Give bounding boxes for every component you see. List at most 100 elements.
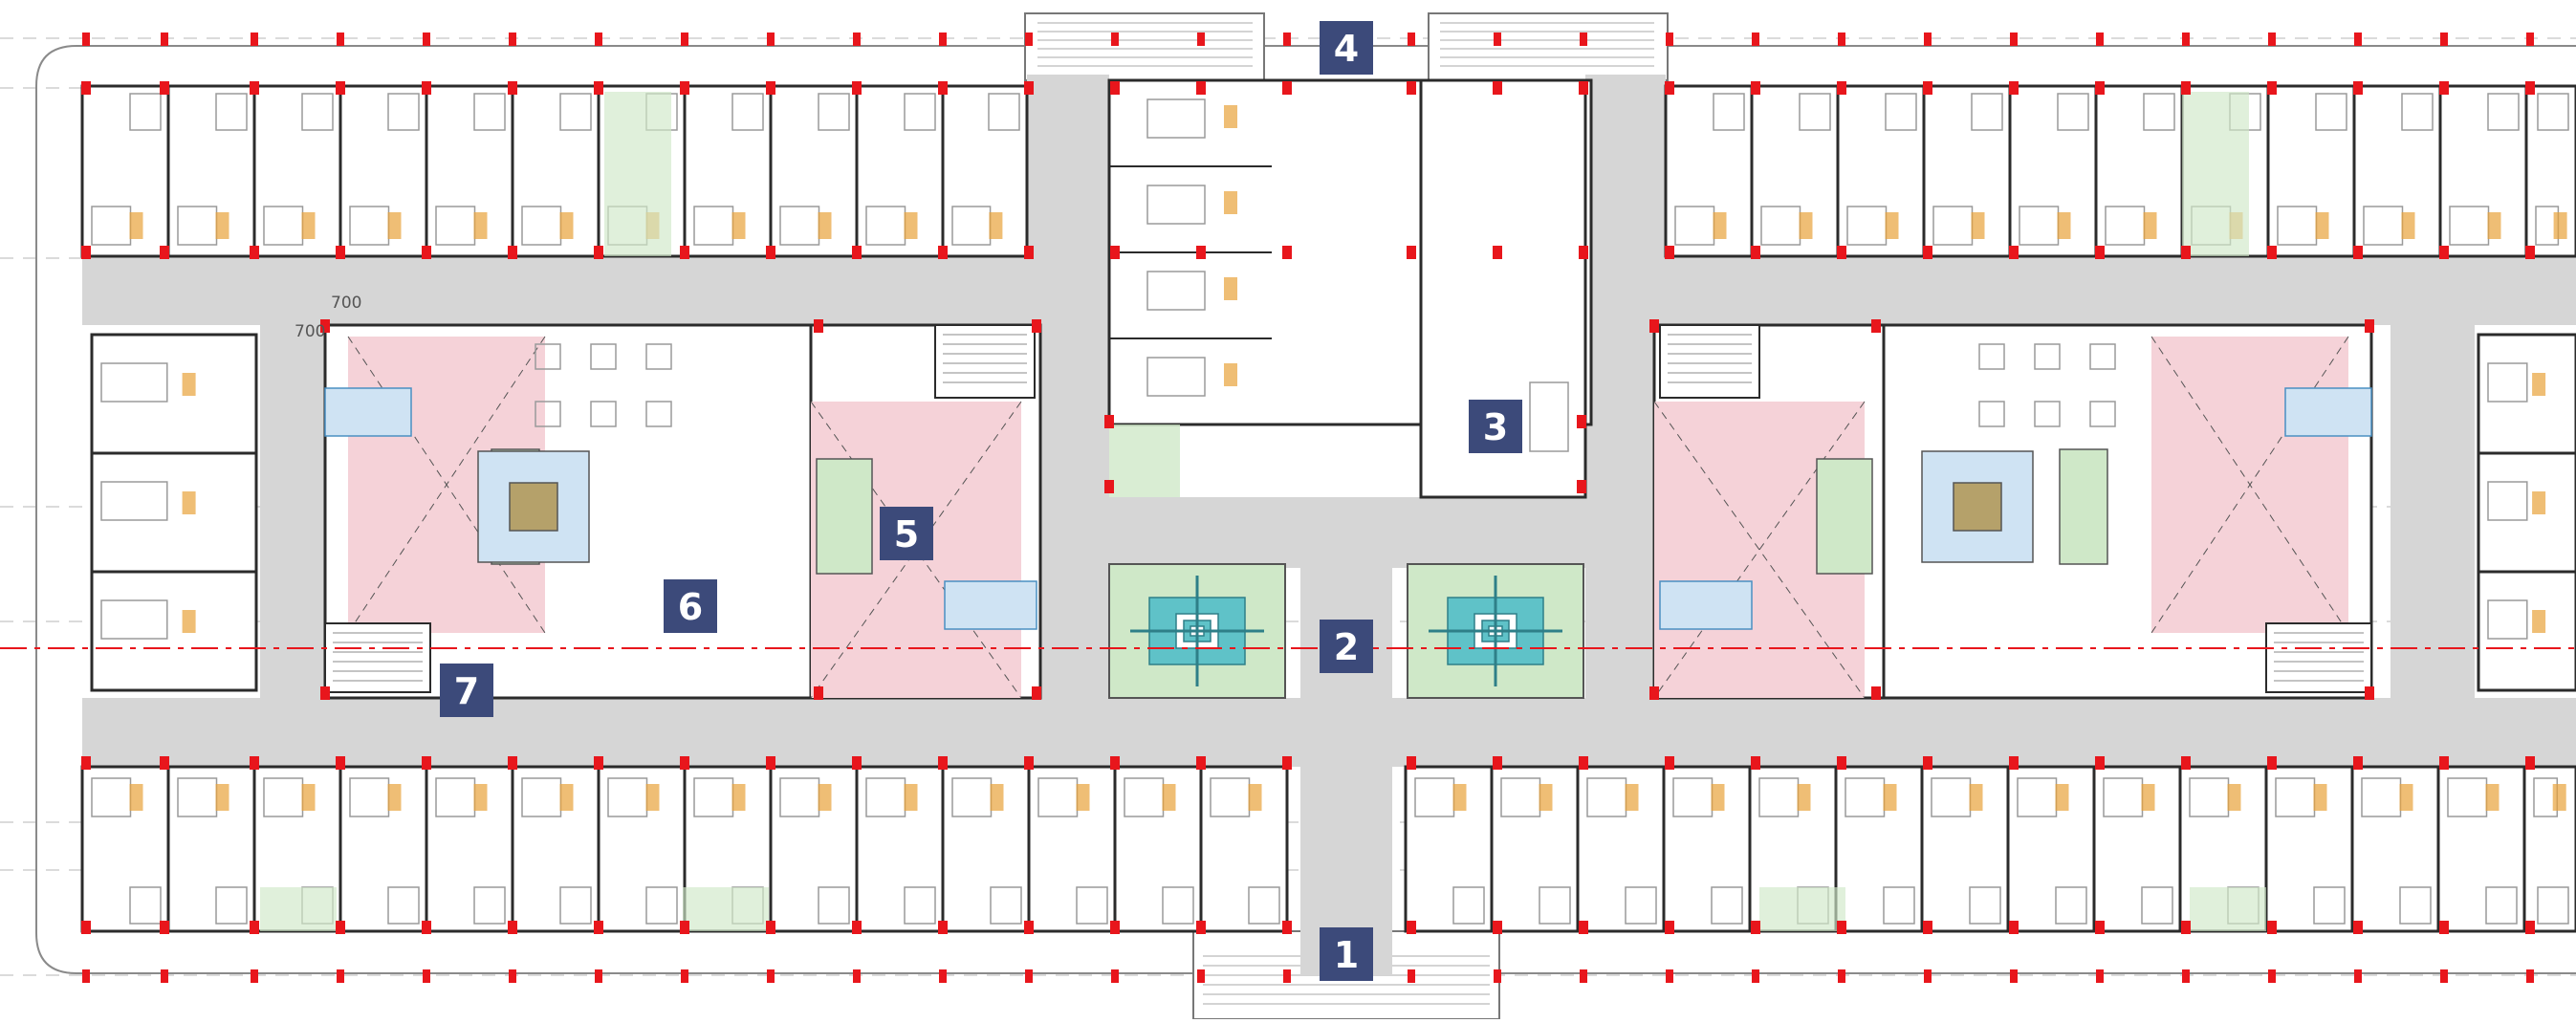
corridor xyxy=(1109,497,1587,568)
lounge-seating xyxy=(816,458,873,575)
stairwell xyxy=(324,622,431,693)
perimeter-column xyxy=(251,33,258,46)
chair xyxy=(2143,212,2157,239)
structural-column xyxy=(2353,246,2363,259)
structural-column xyxy=(2525,921,2535,934)
perimeter-column xyxy=(1924,33,1932,46)
structural-column xyxy=(938,81,948,95)
structural-column xyxy=(2365,319,2374,333)
perimeter-column xyxy=(939,969,947,983)
structural-column xyxy=(594,246,603,259)
structural-column xyxy=(1579,921,1588,934)
structural-column xyxy=(2525,81,2535,95)
bathroom xyxy=(1883,886,1915,925)
structural-column xyxy=(594,81,603,95)
chair xyxy=(301,784,316,811)
void-diagonal xyxy=(347,336,546,634)
structural-column xyxy=(81,246,91,259)
bathroom xyxy=(988,93,1020,131)
structural-column xyxy=(1579,756,1588,770)
perimeter-column xyxy=(1283,33,1291,46)
room-unit xyxy=(2524,84,2576,258)
chair xyxy=(215,784,229,811)
perimeter-column xyxy=(509,969,516,983)
structural-column xyxy=(2439,756,2449,770)
bathroom xyxy=(2399,886,2432,925)
chair xyxy=(1971,212,1985,239)
zone-marker-label: 6 xyxy=(678,586,703,628)
structural-column xyxy=(1196,756,1206,770)
structural-column xyxy=(766,756,775,770)
chair xyxy=(818,212,832,239)
zone-marker-6[interactable]: 6 xyxy=(664,579,717,633)
perimeter-column xyxy=(1580,969,1587,983)
bathroom xyxy=(129,886,162,925)
perimeter-column xyxy=(423,33,430,46)
chair xyxy=(2399,784,2413,811)
room-unit xyxy=(425,765,514,933)
structural-column xyxy=(1665,246,1674,259)
zone-marker-2[interactable]: 2 xyxy=(1320,620,1373,673)
room-unit xyxy=(80,765,170,933)
structural-column xyxy=(2439,921,2449,934)
perimeter-column xyxy=(251,969,258,983)
bathroom xyxy=(1711,886,1743,925)
chair xyxy=(2532,491,2546,514)
structural-column xyxy=(1282,756,1292,770)
structural-column xyxy=(680,921,689,934)
room-unit xyxy=(2436,765,2526,933)
bathroom xyxy=(2485,886,2518,925)
zone-marker-5[interactable]: 5 xyxy=(880,507,933,560)
chair xyxy=(2487,212,2501,239)
structural-column xyxy=(320,319,330,333)
void-diagonal xyxy=(810,401,1022,699)
perimeter-column xyxy=(161,33,168,46)
dining-table xyxy=(2089,401,2116,427)
structural-column xyxy=(1751,246,1760,259)
bathroom xyxy=(731,93,764,131)
zone-marker-box xyxy=(1320,620,1373,673)
bathroom xyxy=(1969,886,2001,925)
zone-marker-1[interactable]: 1 xyxy=(1320,927,1373,981)
zone-marker-7[interactable]: 7 xyxy=(440,664,493,717)
structural-column xyxy=(1577,415,1586,428)
perimeter-column xyxy=(1924,969,1932,983)
room-unit xyxy=(1920,765,2010,933)
balcony xyxy=(2190,887,2266,931)
chair xyxy=(473,784,488,811)
structural-column xyxy=(1282,81,1292,95)
zone-marker-4[interactable]: 4 xyxy=(1320,21,1373,75)
structural-column xyxy=(852,81,862,95)
structural-column xyxy=(938,756,948,770)
room-unit xyxy=(1836,84,1926,258)
zone-marker-label: 5 xyxy=(894,513,919,555)
perimeter-column xyxy=(1111,969,1119,983)
bathroom xyxy=(1799,93,1831,131)
structural-column xyxy=(1837,756,1846,770)
bathroom xyxy=(990,886,1022,925)
structural-column xyxy=(250,756,259,770)
perimeter-column xyxy=(1197,33,1205,46)
zone-marker-3[interactable]: 3 xyxy=(1469,400,1522,453)
chair xyxy=(645,784,660,811)
structural-column xyxy=(2095,246,2105,259)
perimeter-column xyxy=(1408,969,1415,983)
room-unit xyxy=(2352,84,2442,258)
stairwell xyxy=(1659,324,1760,399)
perimeter-column xyxy=(2440,969,2448,983)
structural-column xyxy=(2181,756,2191,770)
zone-marker-label: 1 xyxy=(1334,934,1359,976)
zone-marker-box xyxy=(440,664,493,717)
structural-column xyxy=(336,921,345,934)
bathroom xyxy=(1248,886,1280,925)
bathroom xyxy=(215,93,248,131)
structural-column xyxy=(1871,686,1881,700)
perimeter-column xyxy=(1838,33,1845,46)
structural-column xyxy=(336,81,345,95)
bathroom xyxy=(559,93,592,131)
perimeter-column xyxy=(2182,33,2190,46)
chair xyxy=(1625,784,1639,811)
perimeter-column xyxy=(82,969,90,983)
dining-table xyxy=(2034,343,2061,370)
